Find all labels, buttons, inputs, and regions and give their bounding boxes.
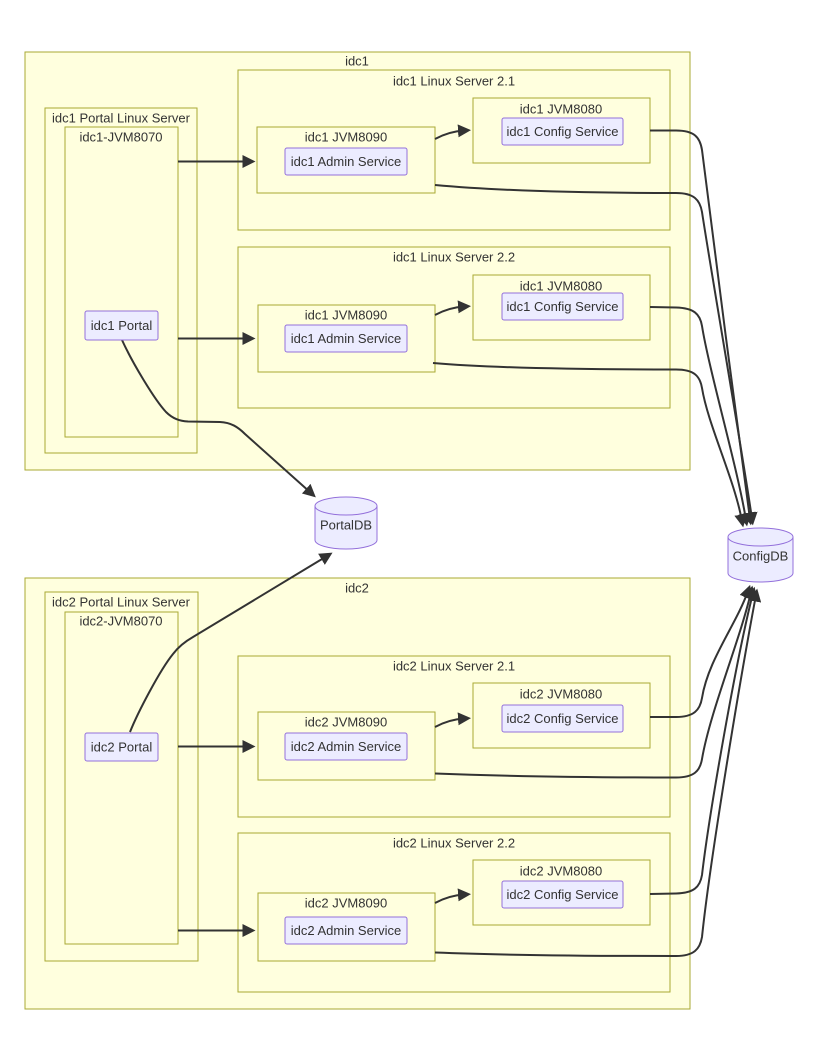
edge-idc2-config-2-1-to-configdb [650, 584, 752, 718]
edge-idc1-admin-2-1-to-configdb [434, 184, 758, 526]
cluster-idc2-jvm8080-2-2-label: idc2 JVM8080 [520, 863, 602, 878]
cluster-idc1-jvm8070-label: idc1-JVM8070 [79, 129, 162, 144]
cluster-idc1-portal-linux-server-label: idc1 Portal Linux Server [52, 110, 191, 125]
edge-idc1-admin-2-2-to-idc1-config-2-2 [434, 300, 471, 316]
node-idc2-config-service-2-2 [501, 880, 624, 909]
node-portaldb-label: PortalDB [320, 517, 372, 532]
cluster-idc2-jvm8090-2-2-label: idc2 JVM8090 [305, 895, 387, 910]
node-portaldb-cylinder [314, 496, 378, 550]
cluster-idc1-jvm8080-2-2-label: idc1 JVM8080 [520, 278, 602, 293]
node-idc2-portal [84, 732, 159, 762]
cluster-idc2-linux-server-2-2-label: idc2 Linux Server 2.2 [393, 835, 515, 850]
node-idc1-config-service-2-2-label: idc1 Config Service [507, 299, 619, 314]
cluster-idc2-linux-server-2-1-label: idc2 Linux Server 2.1 [393, 658, 515, 673]
edge-idc2-config-2-2-to-configdb [649, 586, 758, 895]
cluster-idc2-portal-linux-server-label: idc2 Portal Linux Server [52, 594, 191, 609]
node-idc2-config-service-2-2-label: idc2 Config Service [507, 887, 619, 902]
cluster-idc1-jvm8090-2-1-label: idc1 JVM8090 [305, 129, 387, 144]
cluster-idc1-linux-server-2-1-label: idc1 Linux Server 2.1 [393, 73, 515, 88]
cluster-idc2-jvm8070-label: idc2-JVM8070 [79, 613, 162, 628]
edge-idc1-admin-2-1-to-idc1-config-2-1 [434, 124, 471, 140]
node-idc2-admin-service-2-2 [284, 916, 408, 945]
cluster-idc1-jvm8070 [64, 126, 179, 438]
cluster-idc1-jvm8080-2-1-label: idc1 JVM8080 [520, 101, 602, 116]
node-idc1-config-service-2-1 [501, 117, 624, 146]
node-idc1-admin-service-2-2 [284, 324, 408, 353]
cluster-idc1-linux-server-2-2-label: idc1 Linux Server 2.2 [393, 249, 515, 264]
edge-idc2-admin-2-2-to-configdb [434, 588, 762, 958]
node-idc1-admin-service-2-1-label: idc1 Admin Service [291, 154, 402, 169]
node-idc1-admin-service-2-2-label: idc1 Admin Service [291, 331, 402, 346]
node-idc1-portal-label: idc1 Portal [91, 318, 153, 333]
cluster-idc2-label: idc2 [345, 580, 369, 595]
node-idc1-portal [84, 310, 159, 341]
node-idc2-admin-service-2-1 [284, 732, 408, 761]
edge-idc2-admin-2-1-to-idc2-config-2-1 [434, 712, 471, 728]
node-idc1-config-service-2-2 [501, 292, 624, 321]
cluster-idc2-jvm8080-2-1-label: idc2 JVM8080 [520, 686, 602, 701]
edge-idc1-admin-2-2-to-configdb [432, 362, 748, 528]
node-configdb-label: ConfigDB [733, 548, 789, 563]
node-idc2-config-service-2-1-label: idc2 Config Service [507, 711, 619, 726]
cluster-idc2-jvm8090-2-1-label: idc2 JVM8090 [305, 714, 387, 729]
edge-idc2-admin-2-1-to-configdb [434, 585, 756, 779]
edge-idc1-portal-to-portaldb [121, 339, 316, 498]
node-idc1-config-service-2-1-label: idc1 Config Service [507, 124, 619, 139]
node-idc2-portal-label: idc2 Portal [91, 739, 153, 754]
edge-idc1-config-2-2-to-configdb [649, 306, 752, 527]
node-idc2-admin-service-2-2-label: idc2 Admin Service [291, 923, 402, 938]
cluster-idc1-jvm8090-2-2-label: idc1 JVM8090 [305, 307, 387, 322]
node-idc1-admin-service-2-1 [284, 147, 408, 176]
node-configdb-cylinder [727, 527, 794, 583]
edge-idc2-portal-to-portaldb [129, 552, 333, 733]
cluster-idc2-jvm8070 [64, 611, 179, 945]
node-idc2-admin-service-2-1-label: idc2 Admin Service [291, 739, 402, 754]
cluster-idc1-label: idc1 [345, 53, 369, 68]
edge-idc2-admin-2-2-to-idc2-config-2-2 [434, 888, 471, 904]
node-idc2-config-service-2-1 [501, 704, 624, 733]
